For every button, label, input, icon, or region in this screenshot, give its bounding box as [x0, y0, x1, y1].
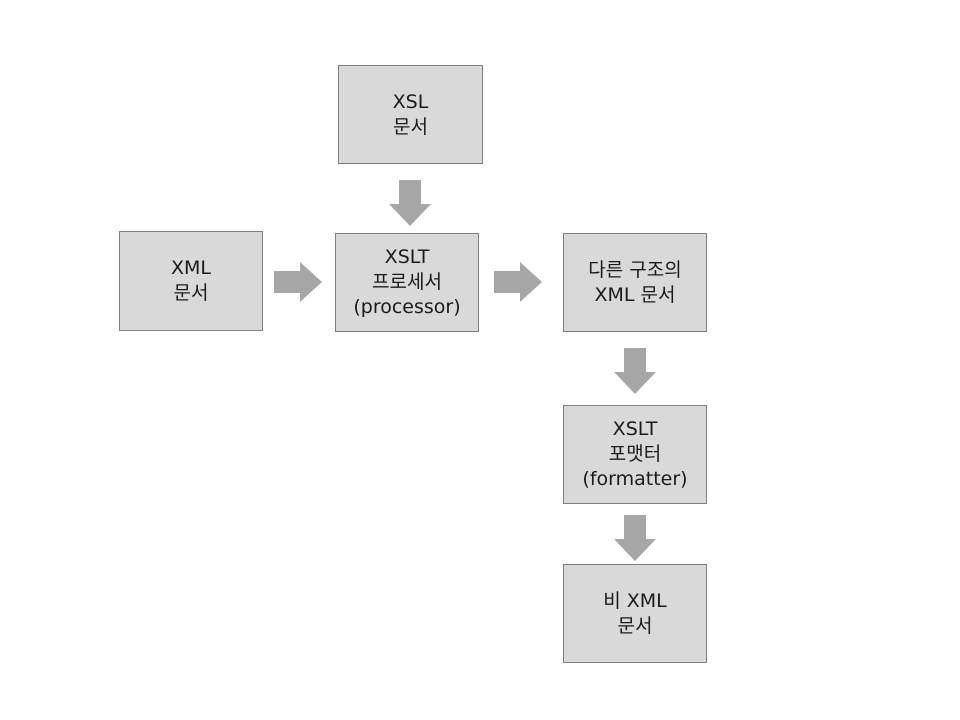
node-label-line: (processor)	[353, 296, 461, 318]
node-xsl-document: XSL 문서	[338, 65, 483, 164]
node-other-xml-document: 다른 구조의 XML 문서	[563, 233, 707, 332]
node-label-line: (formatter)	[582, 468, 688, 490]
arrow-down-icon	[614, 348, 656, 394]
arrow-down-icon	[389, 180, 431, 226]
node-label-line: 문서	[617, 614, 653, 637]
node-label-line: 다른 구조의	[588, 258, 682, 281]
node-xml-document: XML 문서	[119, 231, 263, 331]
node-label-line: XSLT	[612, 418, 658, 440]
node-label-line: XML 문서	[594, 283, 676, 306]
node-label-line: 비 XML	[603, 589, 667, 612]
node-label-line: 문서	[173, 282, 209, 304]
node-label-line: 문서	[393, 115, 428, 138]
node-label-line: XML	[171, 257, 211, 279]
arrow-right-icon	[274, 262, 322, 302]
node-label-line: XSL	[392, 90, 429, 113]
node-label-line: 포맷터	[608, 443, 662, 465]
node-xslt-formatter: XSLT 포맷터 (formatter)	[563, 405, 707, 504]
node-label-line: 프로세서	[372, 271, 442, 293]
arrow-right-icon	[494, 262, 542, 302]
node-non-xml-document: 비 XML 문서	[563, 564, 707, 663]
node-xslt-processor: XSLT 프로세서 (processor)	[335, 233, 479, 332]
node-label-line: XSLT	[384, 246, 430, 268]
arrow-down-icon	[614, 515, 656, 561]
